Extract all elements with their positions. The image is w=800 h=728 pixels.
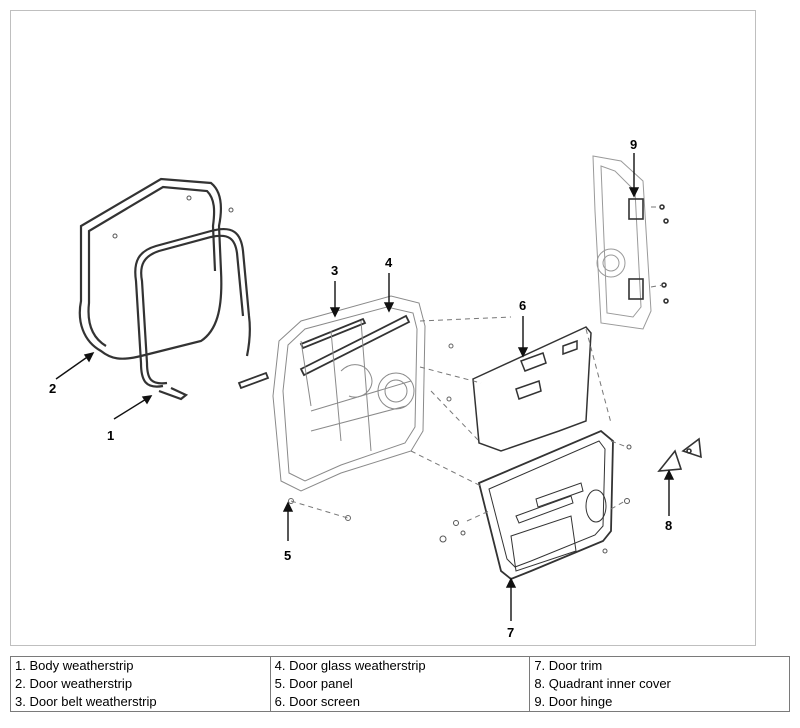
weatherstrip-clips: [112, 195, 234, 239]
alignment-guides: [290, 206, 664, 522]
legend-item-6: 6. Door screen: [274, 694, 360, 709]
legend-item-2: 2. Door weatherstrip: [15, 676, 133, 691]
callout-6: 6: [519, 298, 527, 313]
legend-item-8: 8. Quadrant inner cover: [534, 676, 671, 691]
parts-legend-table: 1. Body weatherstrip 2. Door weatherstri…: [10, 656, 790, 712]
legend-column-2: 4. Door glass weatherstrip 5. Door panel…: [269, 656, 531, 712]
door-hinge-frame: [592, 155, 652, 330]
callout-1: 1: [107, 428, 115, 443]
legend-row: 1. Body weatherstrip 2. Door weatherstri…: [10, 656, 790, 712]
callout-9: 9: [630, 137, 638, 152]
legend-item-4: 4. Door glass weatherstrip: [274, 658, 426, 673]
legend-item-1: 1. Body weatherstrip: [15, 658, 134, 673]
glass-weatherstrip-part: [299, 314, 411, 377]
callout-8: 8: [665, 518, 673, 533]
callout-7: 7: [507, 625, 515, 640]
callout-5: 5: [284, 548, 292, 563]
callout-arrows: [55, 153, 675, 621]
door-weatherstrip-part: [78, 177, 223, 360]
door-panel-bolts: [288, 343, 454, 521]
door-trim-part: [477, 429, 614, 581]
exploded-parts-diagram: 1 2 3 4 5 6 7 8 9: [10, 10, 756, 646]
body-weatherstrip-part: [134, 227, 251, 401]
legend-item-7: 7. Door trim: [534, 658, 603, 673]
door-screen-part: [472, 326, 592, 452]
legend-item-9: 9. Door hinge: [534, 694, 613, 709]
door-trim-fasteners: [439, 444, 632, 554]
diagram-drawing: [55, 153, 702, 621]
callout-2: 2: [49, 381, 57, 396]
legend-item-3: 3. Door belt weatherstrip: [15, 694, 157, 709]
callout-3: 3: [331, 263, 339, 278]
legend-column-1: 1. Body weatherstrip 2. Door weatherstri…: [10, 656, 271, 712]
callout-4: 4: [385, 255, 393, 270]
door-panel-part: [272, 295, 426, 492]
legend-column-3: 7. Door trim 8. Quadrant inner cover 9. …: [529, 656, 790, 712]
legend-item-5: 5. Door panel: [274, 676, 353, 691]
door-hinge-part: [628, 198, 669, 304]
quadrant-inner-cover-part: [657, 437, 702, 472]
